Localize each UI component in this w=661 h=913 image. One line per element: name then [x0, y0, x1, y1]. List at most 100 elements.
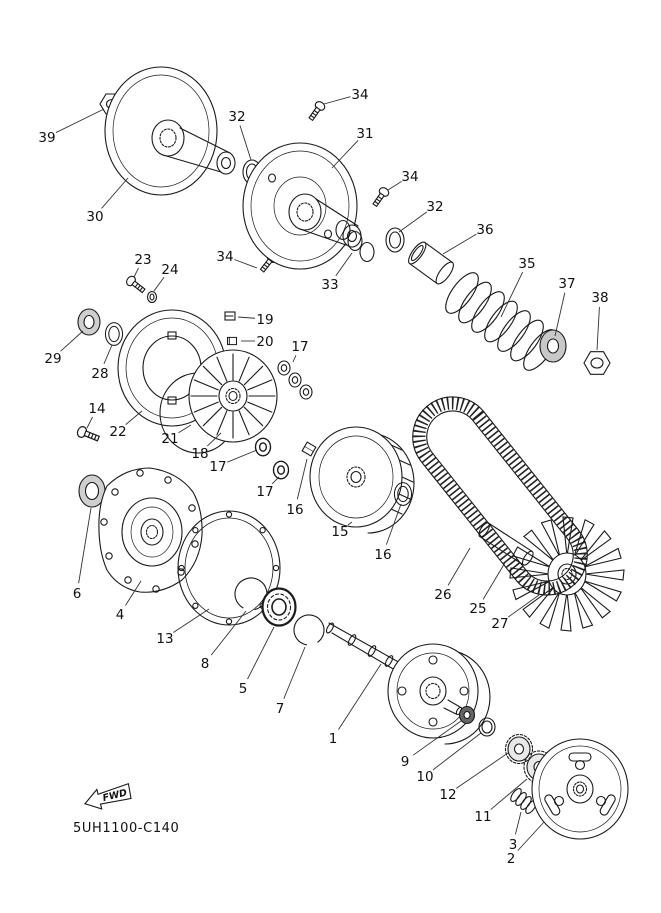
leader-line-39-0 — [55, 108, 105, 133]
leader-line-35-8 — [500, 271, 524, 318]
leader-line-16-26 — [296, 458, 308, 500]
leader-line-12-41 — [456, 752, 509, 789]
callout-number-17-25: 17 — [256, 484, 273, 500]
callout-number-34-3: 34 — [351, 87, 368, 103]
leader-line-17-24 — [227, 449, 258, 463]
callout-number-16-28: 16 — [374, 547, 391, 563]
callout-number-36-7: 36 — [476, 222, 493, 238]
part-driven-sheave-30 — [104, 66, 236, 196]
callout-number-15-27: 15 — [331, 524, 348, 540]
callout-number-4-33: 4 — [116, 607, 125, 623]
callout-number-10-40: 10 — [416, 769, 433, 785]
leader-line-24-12 — [153, 276, 165, 292]
leader-line-10-40 — [432, 732, 482, 771]
leader-line-26-29 — [447, 547, 471, 586]
leader-line-29-18 — [60, 330, 84, 352]
part-spring-35 — [445, 272, 557, 371]
callout-number-28-19: 28 — [91, 366, 108, 382]
callout-number-16-26: 16 — [286, 502, 303, 518]
callout-number-32-6: 32 — [426, 199, 443, 215]
leader-line-36-7 — [442, 233, 477, 255]
callout-number-21-22: 21 — [161, 431, 178, 447]
part-circlip-10 — [478, 717, 496, 737]
callout-number-33-14: 33 — [321, 277, 338, 293]
callout-number-37-9: 37 — [558, 276, 575, 292]
callout-number-34-5: 34 — [401, 169, 418, 185]
leader-line-3-43 — [514, 811, 522, 835]
leader-line-38-10 — [596, 306, 600, 351]
part-roller-17e — [272, 460, 290, 480]
leader-line-14-20 — [86, 416, 93, 429]
leader-line-1-38 — [338, 663, 382, 730]
leader-line-21-22 — [178, 424, 192, 434]
part-shims-33 — [335, 219, 375, 263]
leader-line-27-31 — [507, 594, 540, 618]
callout-number-17-24: 17 — [209, 459, 226, 475]
part-roller-17c — [299, 384, 313, 400]
part-clutch-carrier-2 — [531, 738, 629, 840]
leader-line-19-15 — [237, 316, 256, 319]
leader-line-16-28 — [385, 503, 402, 545]
part-nut-38 — [583, 351, 611, 375]
leader-line-32-2 — [239, 125, 252, 161]
part-roller-17a — [277, 360, 291, 376]
part-washer-9 — [458, 705, 476, 725]
part-bolt-34a — [306, 99, 327, 123]
part-snap-ring-7 — [293, 614, 325, 646]
callout-number-14-20: 14 — [88, 401, 105, 417]
callout-number-30-1: 30 — [86, 209, 103, 225]
part-clip-19 — [224, 311, 236, 321]
leader-line-37-9 — [554, 292, 566, 337]
part-clip-20 — [227, 336, 237, 346]
callout-number-1-38: 1 — [329, 731, 338, 747]
leader-line-22-21 — [125, 410, 143, 425]
callout-number-13-34: 13 — [156, 631, 173, 647]
leader-line-31-4 — [331, 139, 359, 169]
leader-line-2-44 — [517, 821, 545, 851]
leader-line-34-3 — [323, 96, 351, 105]
callout-number-9-39: 9 — [401, 754, 410, 770]
callout-number-29-18: 29 — [44, 351, 61, 367]
part-v-belt-26 — [412, 396, 588, 596]
part-washer-24 — [146, 290, 158, 304]
callout-number-11-42: 11 — [474, 809, 491, 825]
leader-line-11-42 — [490, 778, 528, 810]
part-bolt-14 — [75, 424, 101, 445]
leader-line-30-1 — [101, 177, 129, 209]
leader-line-4-33 — [124, 580, 142, 606]
leader-line-33-14 — [335, 252, 353, 277]
callout-number-12-41: 12 — [439, 787, 456, 803]
callout-number-34-13: 34 — [216, 249, 233, 265]
leader-line-17-25 — [271, 476, 280, 485]
part-code-text: 5UH1100-C140 — [73, 821, 179, 836]
callout-number-2-44: 2 — [507, 851, 516, 867]
leader-line-9-39 — [412, 720, 462, 756]
part-ring-32b — [385, 227, 405, 253]
part-ring-28 — [104, 322, 124, 346]
callout-number-27-31: 27 — [491, 616, 508, 632]
callout-number-31-4: 31 — [356, 126, 373, 142]
part-washer-29 — [77, 308, 101, 336]
callout-number-25-30: 25 — [469, 601, 486, 617]
callout-number-6-32: 6 — [73, 586, 82, 602]
callout-number-22-21: 22 — [109, 424, 126, 440]
callout-number-7-37: 7 — [276, 701, 285, 717]
leader-line-17-17 — [292, 354, 297, 363]
leader-line-8-35 — [210, 610, 247, 656]
fwd-arrow: FWD — [84, 782, 132, 810]
part-roller-17b — [288, 372, 302, 388]
part-slider-16a — [301, 441, 317, 457]
leader-line-7-37 — [283, 646, 306, 699]
part-gasket-13 — [177, 510, 281, 626]
callout-number-5-36: 5 — [239, 681, 248, 697]
callout-number-19-15: 19 — [256, 312, 273, 328]
leader-line-18-23 — [206, 432, 222, 447]
callout-number-32-2: 32 — [228, 109, 245, 125]
part-washer-37 — [539, 329, 567, 363]
leader-line-28-19 — [103, 344, 113, 364]
callout-number-3-43: 3 — [509, 837, 518, 853]
leader-line-34-13 — [234, 259, 258, 269]
